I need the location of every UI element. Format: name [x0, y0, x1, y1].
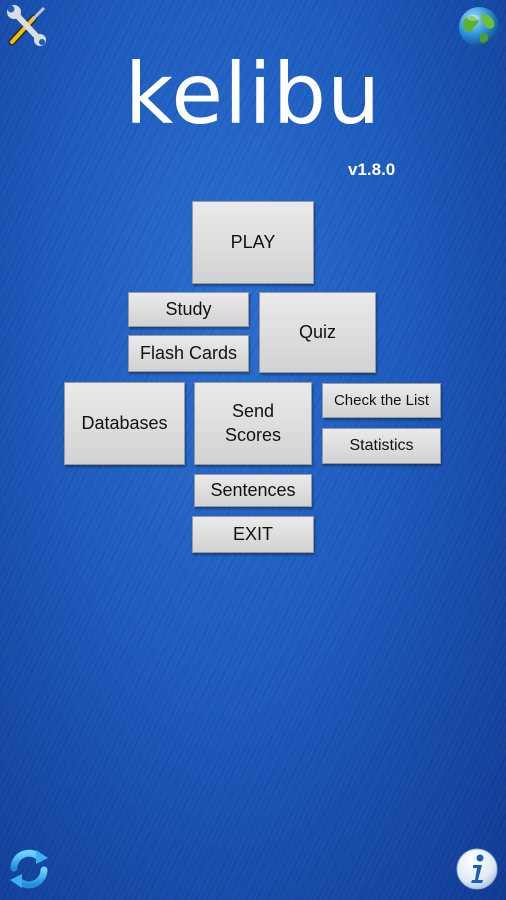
quiz-button[interactable]: Quiz	[259, 292, 376, 373]
check-the-list-button[interactable]: Check the List	[322, 383, 441, 418]
sentences-button[interactable]: Sentences	[194, 474, 312, 507]
study-button[interactable]: Study	[128, 292, 249, 327]
refresh-icon[interactable]	[6, 846, 52, 892]
send-scores-button[interactable]: Send Scores	[194, 382, 312, 465]
play-button[interactable]: PLAY	[192, 201, 314, 284]
flash-cards-button[interactable]: Flash Cards	[128, 335, 249, 372]
databases-button[interactable]: Databases	[64, 382, 185, 465]
tools-icon[interactable]	[4, 4, 50, 50]
exit-button[interactable]: EXIT	[192, 516, 314, 553]
info-icon[interactable]	[454, 846, 500, 892]
globe-icon[interactable]	[456, 4, 502, 50]
statistics-button[interactable]: Statistics	[322, 428, 441, 464]
app-title: kelibu	[124, 45, 382, 143]
version-label: v1.8.0	[348, 160, 396, 179]
